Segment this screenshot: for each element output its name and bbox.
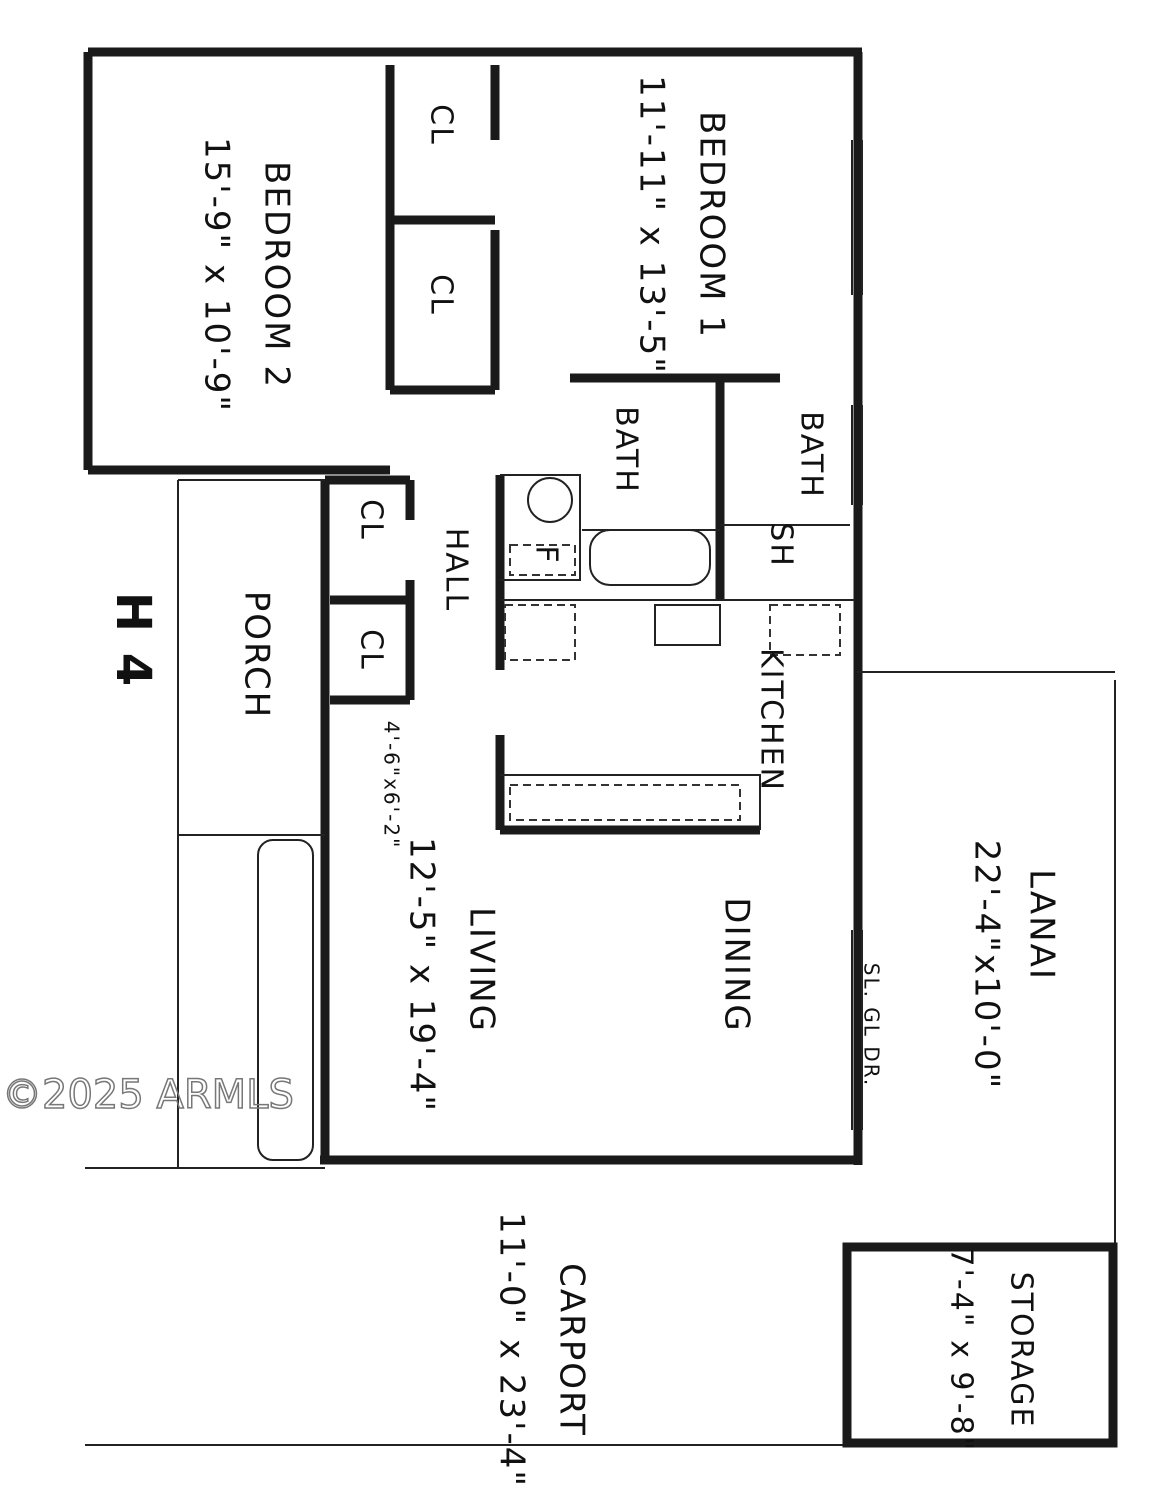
kitchen-label: KITCHEN [754,648,789,792]
labels: H 4 BEDROOM 2 15'-9" x 10'-9" BEDROOM 1 … [1,75,1062,1488]
bedroom1-name: BEDROOM 1 [692,111,732,339]
lanai-dims: 22'-4"x10'-0" [967,840,1007,1090]
bath-right-label: BATH [794,411,829,499]
unit-label: H 4 [105,592,161,688]
carport-dims: 11'-0" x 23'-4" [492,1212,532,1488]
shower-label: SH [764,522,799,568]
bedroom2-name: BEDROOM 2 [257,161,297,389]
closet-label: CL [424,104,459,146]
dining-label: DINING [717,897,757,1032]
closet-dims: 4'-6"x6'-2" [380,721,404,850]
living-name: LIVING [462,907,502,1033]
closet-label: CL [354,629,389,671]
lanai-name: LANAI [1022,869,1062,981]
carport-name: CARPORT [552,1263,592,1437]
walls [83,47,1118,1448]
closet-label: CL [354,499,389,541]
bedroom1-dims: 11'-11" x 13'-5" [632,75,672,375]
living-dims: 12'-5" x 19'-4" [402,837,442,1113]
watermark: ©2025 ARMLS [2,1072,294,1118]
door-note: SL. GL DR. [860,963,884,1088]
storage-name: STORAGE [1004,1272,1039,1429]
bath-left-label: BATH [609,406,644,494]
storage-dims: 7'-4" x 9'-8" [944,1248,979,1453]
bedroom2-dims: 15'-9" x 10'-9" [197,137,237,413]
closet-label: CL [424,274,459,316]
hall-label: HALL [439,528,474,613]
furnace-label: F [529,545,564,564]
porch-label: PORCH [237,591,277,720]
